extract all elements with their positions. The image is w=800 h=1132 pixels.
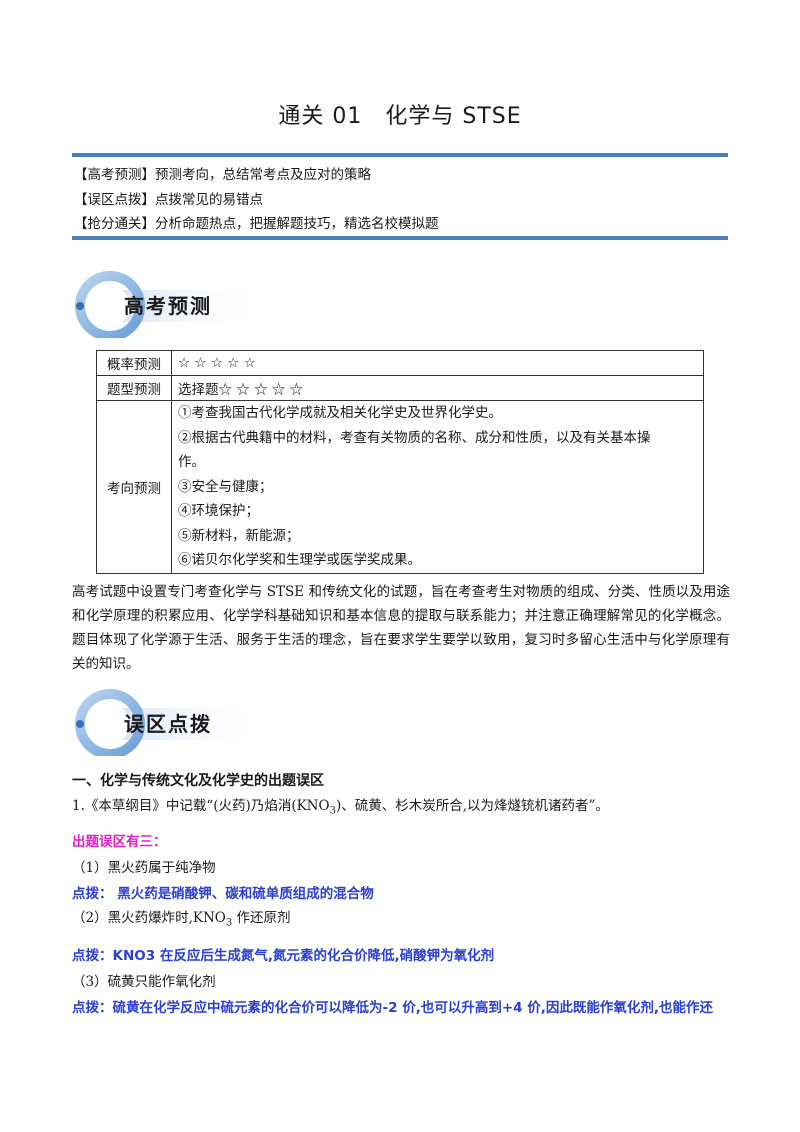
section-banner-pitfalls: 误区点拨 xyxy=(72,686,272,756)
misconception-title: 出题误区有三： xyxy=(72,834,167,850)
table-row: 概率预测 ☆ ☆ ☆ ☆ ☆ xyxy=(96,350,704,376)
section-banner-forecast: 高考预测 xyxy=(72,268,272,338)
list-item: ③安全与健康； xyxy=(178,478,273,495)
misconception-item: （2）黑火药爆炸时,KNO3 作还原剂 xyxy=(72,910,291,929)
section-label: 误区点拨 xyxy=(124,712,212,736)
tip-line: 点拨：KNO3 在反应后生成氮气,氮元素的化合价降低,硝酸钾为氧化剂 xyxy=(72,948,495,964)
list-item: 作。 xyxy=(178,454,205,470)
list-item: ①考查我国古代化学成就及相关化学史及世界化学史。 xyxy=(178,405,502,421)
table-key: 题型预测 xyxy=(96,375,172,401)
intro-block: 【高考预测】预测考向，总结常考点及应对的策略 【误区点拨】点拨常见的易错点 【抢… xyxy=(74,163,724,237)
forecast-table: 概率预测 ☆ ☆ ☆ ☆ ☆ 题型预测 选择题☆ ☆ ☆ ☆ ☆ 考向预测 ①考… xyxy=(96,350,704,574)
section-label: 高考预测 xyxy=(124,294,212,318)
banner-ring-icon xyxy=(75,271,262,338)
list-item: ④环境保护； xyxy=(178,503,259,519)
question-line: 1.《本草纲目》中记载“(火药)乃焰消(KNO3)、硫黄、杉木炭所合,以为烽燧铳… xyxy=(72,798,609,817)
misconception-item: （3）硫黄只能作氧化剂 xyxy=(72,974,216,990)
tip-line: 点拨：硫黄在化学反应中硫元素的化合价可以降低为-2 价,也可以升高到+4 价,因… xyxy=(72,1000,713,1016)
misconception-item: （1）黑火药属于纯净物 xyxy=(72,860,216,876)
table-row: 题型预测 选择题☆ ☆ ☆ ☆ ☆ xyxy=(96,375,704,401)
banner-ring-icon xyxy=(75,689,262,756)
section-heading: 一、化学与传统文化及化学史的出题误区 xyxy=(72,773,324,789)
list-item: ⑤新材料，新能源； xyxy=(178,527,300,544)
page-title: 通关 01 化学与 STSE xyxy=(278,104,522,129)
intro-line: 【抢分通关】分析命题热点，把握解题技巧，精选名校模拟题 xyxy=(74,216,439,232)
body-paragraph: 高考试题中设置专门考查化学与 STSE 和传统文化的试题，旨在考查考生对物质的组… xyxy=(72,584,730,672)
direction-list: ①考查我国古代化学成就及相关化学史及世界化学史。 ②根据古代典籍中的材料，考查有… xyxy=(171,400,704,574)
table-value: ☆ ☆ ☆ ☆ ☆ xyxy=(171,350,704,376)
tip-line: 点拨： 黑火药是硝酸钾、碳和硫单质组成的混合物 xyxy=(72,886,374,902)
bottom-rule xyxy=(72,236,728,240)
list-item: ②根据古代典籍中的材料，考查有关物质的名称、成分和性质，以及有关基本操 xyxy=(178,429,651,446)
list-item: ⑥诺贝尔化学奖和生理学或医学奖成果。 xyxy=(178,552,421,568)
intro-line: 【误区点拨】点拨常见的易错点 xyxy=(74,191,263,208)
table-row: 考向预测 ①考查我国古代化学成就及相关化学史及世界化学史。 ②根据古代典籍中的材… xyxy=(96,400,704,574)
table-key: 概率预测 xyxy=(96,350,172,376)
table-key: 考向预测 xyxy=(96,400,172,574)
intro-line: 【高考预测】预测考向，总结常考点及应对的策略 xyxy=(74,167,371,183)
table-value: 选择题☆ ☆ ☆ ☆ ☆ xyxy=(171,375,704,401)
top-rule xyxy=(72,153,728,157)
